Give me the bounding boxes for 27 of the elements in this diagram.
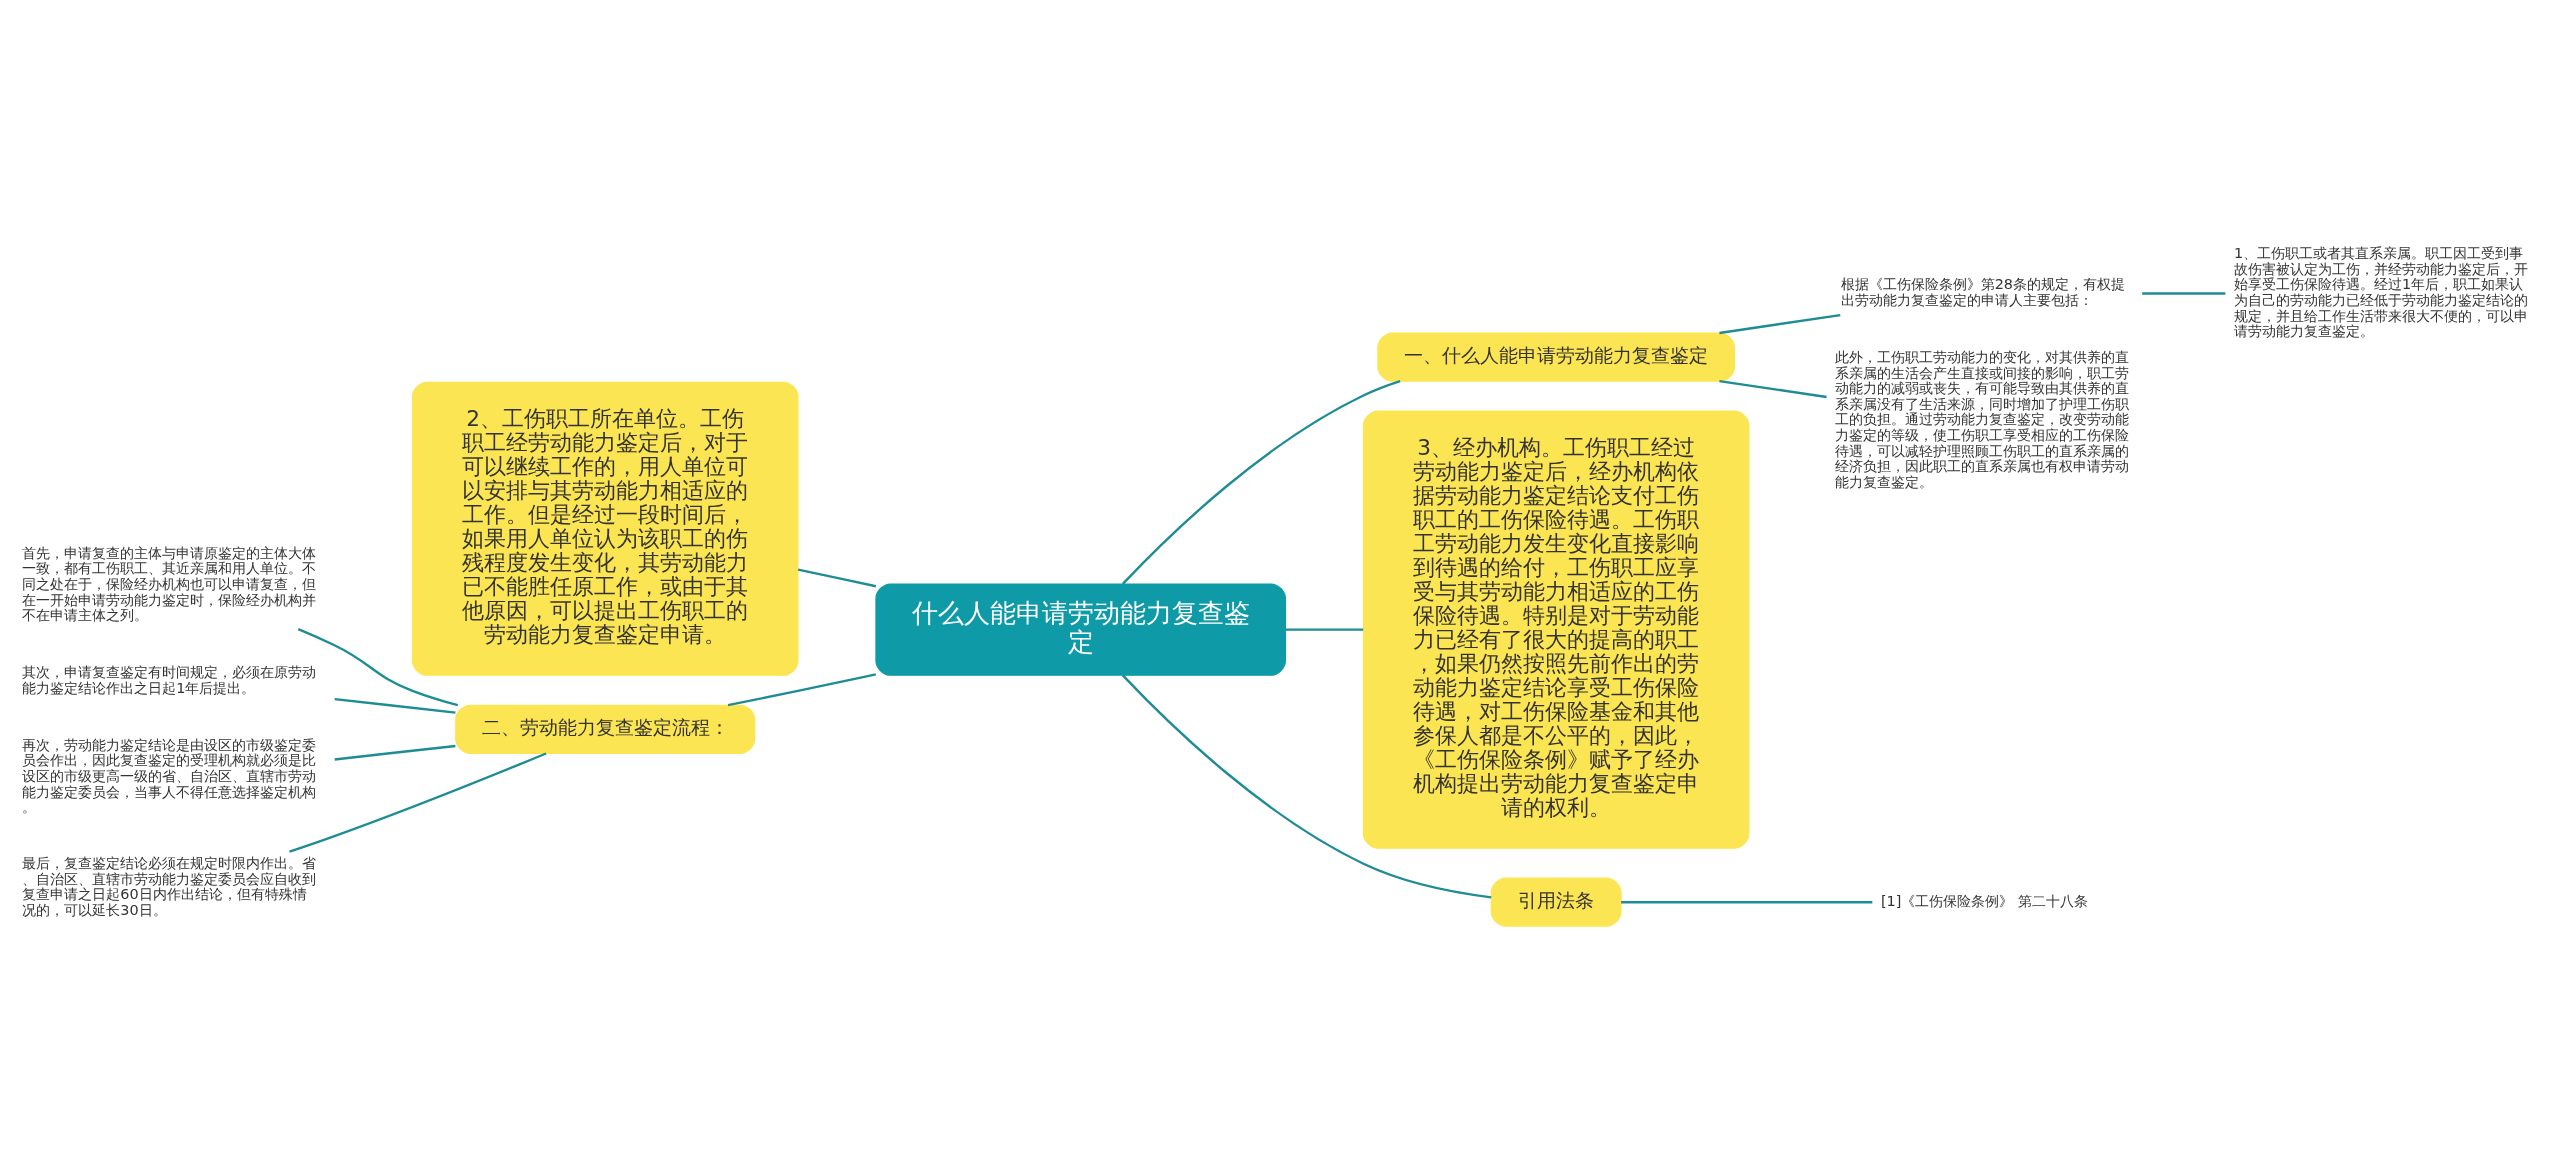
node-text: 其次，申请复查鉴定有时间规定，必须在原劳动能力鉴定结论作出之日起1年后提出。 — [22, 663, 317, 696]
node-box: 3、经办机构。工伤职工经过劳动能力鉴定后，经办机构依据劳动能力鉴定结论支付工伤职工的工伤保险待遇。工伤职工劳动能力发生变化直接影响到待遇的给付，工伤职工应享受与其劳动能力相适应的工伤保险待遇。特别是对于劳动能力已经有了很大的提高的职工，如果仍然按照先前作出的劳动能力鉴定结论享受工伤保险待遇，对工伤保险基金和其他参保人都是不公平的，因此，《工伤保险条例》赋予了经办机构提出劳动能力复查鉴定申请的权利。 — [1362, 410, 1750, 849]
node-box: 引用法条 — [1490, 877, 1622, 927]
connector — [297, 627, 459, 706]
node-text: 最后，复查鉴定结论必须在规定时限内作出。省、自治区、直辖市劳动能力鉴定委员会应自收到复查申请之日起60日内作出结论，但有特殊情况的，可以延长30日。 — [22, 854, 317, 918]
connector — [797, 567, 877, 587]
connector — [334, 697, 456, 714]
node-box: 2、工伤职工所在单位。工伤职工经劳动能力鉴定后，对于可以继续工作的，用人单位可以安排与其劳动能力相适应的工作。但是经过一段时间后，如果用人单位认为该职工的伤残程度发生变化，其劳动能力已不能胜任原工作，或由于其他原因，可以提出工伤职工的劳动能力复查鉴定申请。 — [411, 381, 799, 676]
connector — [1719, 313, 1841, 334]
node-text: 此外，工伤职工劳动能力的变化，对其供养的直系亲属的生活会产生直接或间接的影响，职工劳动能力的减弱或丧失，有可能导致由其供养的直系亲属没有了生活来源，同时增加了护理工伤职工的负担。通过劳动能力复查鉴定，改变劳动能力鉴定的等级，使工伤职工享受相应的工伤保险待遇，可以减轻护理照顾工伤职工的直系亲属的经济负担，因此职工的直系亲属也有权申请劳动能力复查鉴定。 — [1835, 348, 2130, 490]
connector — [334, 744, 456, 761]
node-box: 一、什么人能申请劳动能力复查鉴定 — [1377, 331, 1736, 382]
connector — [1621, 900, 1873, 903]
connector — [727, 672, 877, 706]
node-text: 根据《工伤保险条例》第28条的规定，有权提出劳动能力复查鉴定的申请人主要包括： — [1840, 275, 2126, 308]
connector — [2142, 291, 2226, 295]
connector — [1122, 674, 1492, 899]
node-text: 1、工伤职工或者其直系亲属。职工因工受到事故伤害被认定为工伤，并经劳动能力鉴定后，开始享受工伤保险待遇。经过1年后，职工如果认为自己的劳动能力已经低于劳动能力鉴定结论的规定，并且给工作生活带来很大不便的，可以申请劳动能力复查鉴定。 — [2233, 244, 2528, 339]
connector — [1285, 627, 1364, 631]
node-text: [1]《工伤保险条例》 第二十八条 — [1880, 892, 2088, 909]
node-box: 二、劳动能力复查鉴定流程： — [455, 704, 756, 754]
connector — [1122, 379, 1401, 585]
node-text: 首先，申请复查的主体与申请原鉴定的主体大体一致，都有工伤职工、其近亲属和用人单位。不同之处在于，保险经办机构也可以申请复查，但在一开始申请劳动能力鉴定时，保险经办机构并不在申请主体之列。 — [22, 544, 317, 623]
connector — [289, 751, 547, 853]
node-text: 再次，劳动能力鉴定结论是由设区的市级鉴定委员会作出，因此复查鉴定的受理机构就必须是比设区的市级更高一级的省、自治区、直辖市劳动能力鉴定委员会，当事人不得任意选择鉴定机构。 — [22, 736, 317, 815]
connector — [1719, 379, 1827, 398]
node-box: 什么人能申请劳动能力复查鉴定 — [875, 582, 1286, 676]
